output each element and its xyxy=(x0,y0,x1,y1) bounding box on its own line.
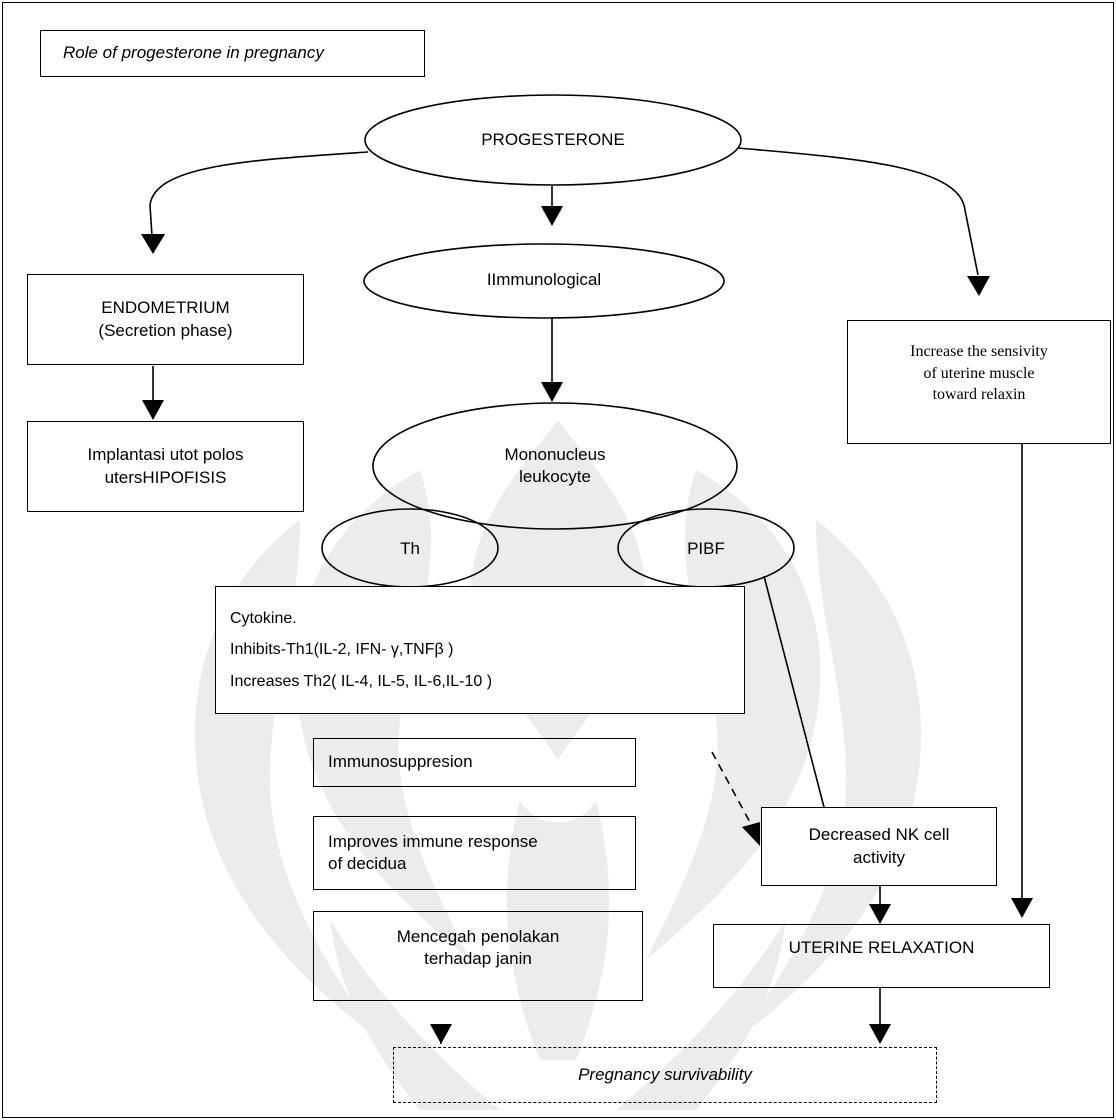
pibf-label: PIBF xyxy=(687,538,725,558)
th-label: Th xyxy=(400,538,420,558)
uterine-relaxation-box: UTERINE RELAXATION xyxy=(713,924,1050,988)
nk-activity-box: Decreased NK cell activity xyxy=(761,807,997,886)
implantasi-box: Implantasi utot polos utersHIPOFISIS xyxy=(27,421,304,512)
pregnancy-survivability-box: Pregnancy survivability xyxy=(393,1047,937,1103)
diagram-title: Role of progesterone in pregnancy xyxy=(40,30,425,77)
immunosuppresion-box: Immunosuppresion xyxy=(313,738,636,787)
cytokine-box: Cytokine. Inhibits-Th1(IL-2, IFN- γ,TNFβ… xyxy=(215,586,745,714)
progesterone-label: PROGESTERONE xyxy=(481,129,625,149)
endometrium-box: ENDOMETRIUM (Secretion phase) xyxy=(27,274,304,365)
mencegah-box: Mencegah penolakan terhadap janin xyxy=(313,911,643,1001)
uterine-muscle-box: Increase the sensivity of uterine muscle… xyxy=(847,320,1111,444)
improves-immune-box: Improves immune response of decidua xyxy=(313,816,636,890)
immunological-label: IImmunological xyxy=(486,269,602,289)
mononucleus-label: Mononucleus leukocyte xyxy=(504,444,606,486)
diagram-title-text: Role of progesterone in pregnancy xyxy=(63,43,324,63)
